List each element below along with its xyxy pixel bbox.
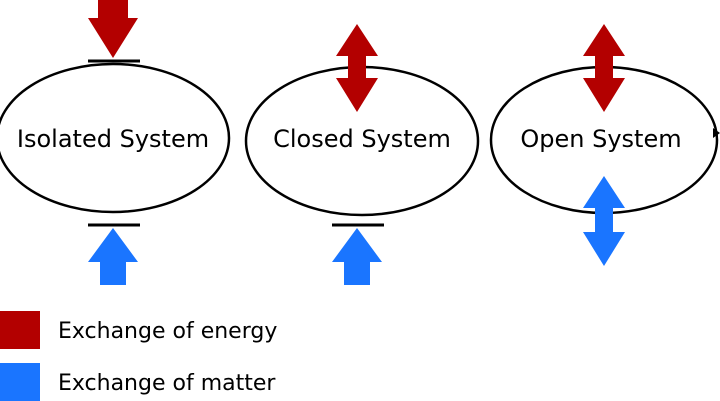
legend-energy-swatch	[0, 311, 40, 349]
closed-system: Closed System	[244, 24, 480, 285]
matter-arrow-isolated	[88, 228, 138, 285]
isolated-system: Isolated System	[0, 0, 231, 285]
isolated-system-boundary	[0, 62, 231, 214]
energy-arrow-isolated	[88, 0, 138, 58]
system-types-diagram: Isolated System Closed System Open Syste…	[0, 0, 720, 285]
open-system: Open System	[489, 24, 720, 266]
energy-exchange-arrow-closed	[336, 24, 378, 112]
matter-exchange-arrow-open	[583, 176, 625, 266]
legend-energy-label: Exchange of energy	[58, 319, 278, 344]
open-system-edge-arrowhead-icon	[713, 128, 720, 138]
matter-arrow-closed	[332, 228, 382, 285]
legend-matter-label: Exchange of matter	[58, 371, 276, 396]
closed-system-label: Closed System	[273, 125, 451, 153]
open-system-label: Open System	[520, 125, 681, 153]
energy-exchange-arrow-open	[583, 24, 625, 112]
isolated-system-label: Isolated System	[17, 125, 209, 153]
legend-matter-swatch	[0, 363, 40, 401]
